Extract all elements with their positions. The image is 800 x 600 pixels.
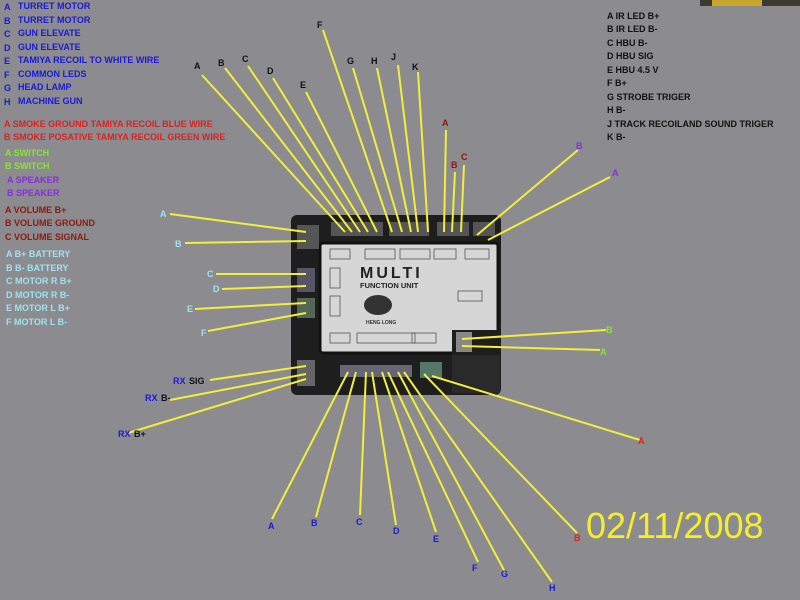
wire-label-b: B [451,160,458,170]
legend-item: A SMOKE GROUND TAMIYA RECOIL BLUE WIRE [4,119,213,129]
wire-label-g: G [347,56,354,66]
board-subtitle: FUNCTION UNIT [360,281,419,290]
legend-item: E MOTOR L B+ [6,303,70,313]
rx-prefix: RX [145,393,158,403]
legend-left: A TURRET MOTOR B TURRET MOTOR C GUN ELEVATE… [4,1,225,327]
legend-item: B IR LED B- [607,24,658,34]
board-brand: HENG LONG [366,320,396,326]
legend-item: MACHINE GUN [18,96,83,106]
legend-item: B SPEAKER [7,188,60,198]
legend-item: A IR LED B+ [607,11,659,21]
wire-label-b: B [218,58,225,68]
board-title: MULTI [360,265,423,282]
wire-label-e: E [187,304,193,314]
wire-label-j: J [391,52,396,62]
date-stamp: 02/11/2008 [586,505,764,546]
legend-item: H B- [607,105,626,115]
legend-letter: F [4,70,10,80]
legend-letter: H [4,97,11,107]
rx-prefix: RX [118,429,131,439]
wire-label-a: A [638,436,645,446]
wire-label-k: K [412,62,419,72]
wire-label-d: D [213,284,220,294]
legend-item: F MOTOR L B- [6,317,67,327]
legend-letter: A [4,2,11,12]
wire-label-b: B [574,533,581,543]
wires [127,29,641,583]
legend-item: C MOTOR R B+ [6,276,72,286]
legend-item: A SWITCH [5,148,49,158]
multi-function-unit-board: MULTI FUNCTION UNIT HENG LONG [291,215,501,395]
dragon-logo-icon [364,295,392,315]
wire-label-a: A [194,61,201,71]
wire-label-b: B [175,239,182,249]
legend-item: HEAD LAMP [18,82,72,92]
legend-item: J TRACK RECOILAND SOUND TRIGER [607,119,774,129]
legend-item: TURRET MOTOR [18,1,91,11]
legend-item: TAMIYA RECOIL TO WHITE WIRE [18,55,159,65]
wire-label-a: A [160,209,167,219]
wire-label-a: A [600,347,607,357]
wire-label-c: C [356,517,363,527]
top-wire-labels: A B C D E F G H [194,20,378,90]
wire-label-d: D [267,66,274,76]
bottom-wire-labels: A B C D E F G H [268,517,556,593]
legend-letter: G [4,83,11,93]
legend-item: F B+ [607,78,627,88]
legend-item: B SMOKE POSATIVE TAMIYA RECOIL GREEN WIR… [4,132,225,142]
wire-label-c: C [242,54,249,64]
wire-label-e: E [433,534,439,544]
wire-label-b: B [311,518,318,528]
wire-label-b: B [576,141,583,151]
wire-label-f: F [317,20,323,30]
legend-item: GUN ELEVATE [18,42,81,52]
legend-item: G STROBE TRIGER [607,92,691,102]
wire-label-c: C [461,152,468,162]
rx-bplus: B+ [134,429,146,439]
legend-item: B SWITCH [5,161,50,171]
legend-item: D MOTOR R B- [6,290,69,300]
rx-sig: SIG [189,376,205,386]
rx-labels: RX SIG RX B- RX B+ [118,376,205,439]
rx-prefix: RX [173,376,186,386]
wire-label-g: G [501,569,508,579]
legend-item: GUN ELEVATE [18,28,81,38]
legend-item: A VOLUME B+ [5,205,66,215]
legend-letter: B [4,16,11,26]
legend-item: A SPEAKER [7,175,60,185]
wire-label-h: H [371,56,378,66]
legend-letter: D [4,43,11,53]
legend-item: COMMON LEDS [18,69,87,79]
wire-label-h: H [549,583,556,593]
legend-item: C VOLUME SIGNAL [5,232,90,242]
legend-item: A B+ BATTERY [6,249,70,259]
wire-label-c: C [207,269,214,279]
wire-label-f: F [472,563,478,573]
wire-label-a: A [612,168,619,178]
legend-letter: C [4,29,11,39]
wire-label-a: A [442,118,449,128]
wire-label-e: E [300,80,306,90]
rx-bminus: B- [161,393,171,403]
legend-item: TURRET MOTOR [18,15,91,25]
photo-edge-yellow [712,0,762,6]
legend-item: C HBU B- [607,38,648,48]
legend-item: B VOLUME GROUND [5,218,96,228]
wire-label-f: F [201,328,207,338]
legend-right: A IR LED B+ B IR LED B- C HBU B- D HBU S… [607,11,774,142]
wire-label-a: A [268,521,275,531]
legend-item: B B- BATTERY [6,263,69,273]
legend-letter: E [4,56,10,66]
legend-item: D HBU SIG [607,51,654,61]
legend-item: E HBU 4.5 V [607,65,659,75]
wire-label-d: D [393,526,400,536]
wire-label-b: B [606,325,613,335]
legend-item: K B- [607,132,626,142]
